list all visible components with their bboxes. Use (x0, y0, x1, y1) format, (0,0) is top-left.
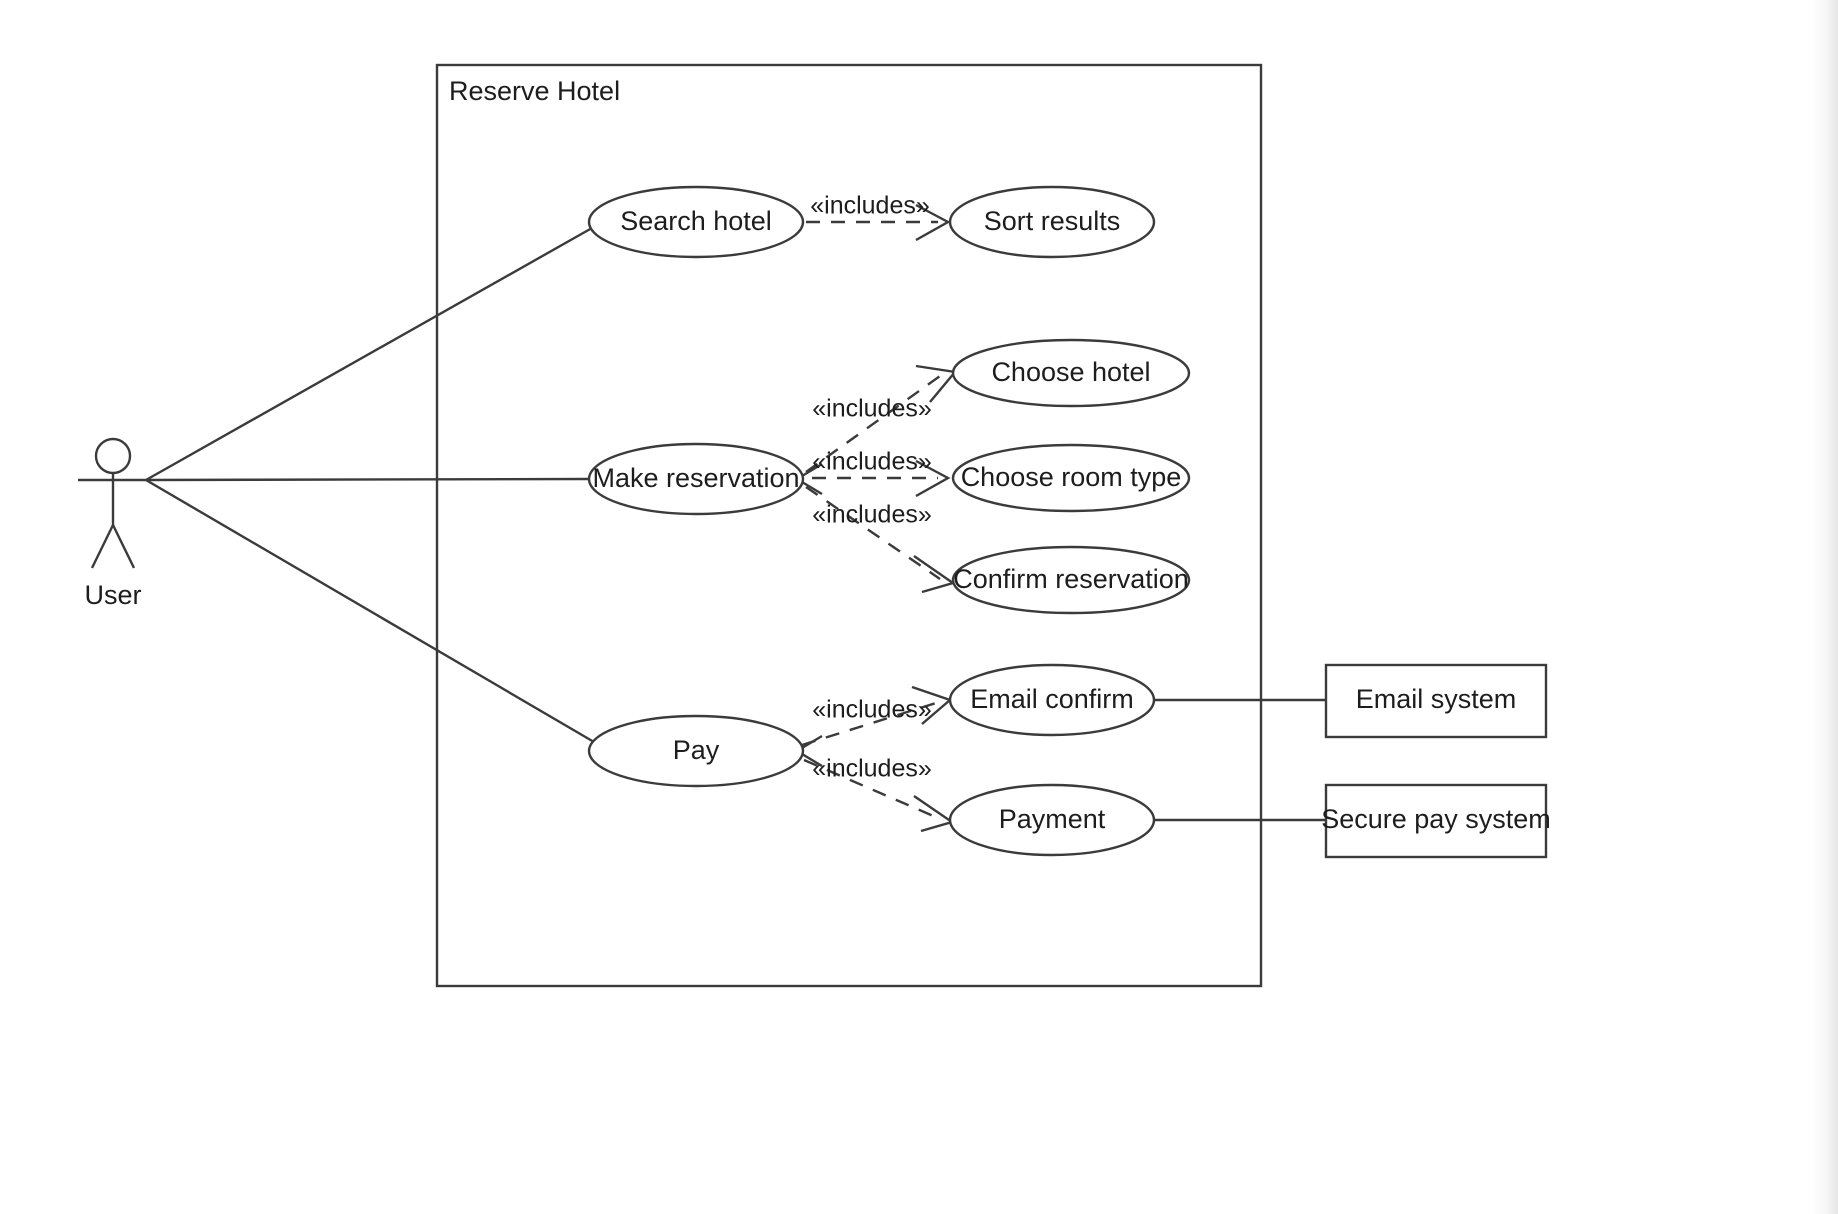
actor-user[interactable]: User (78, 437, 148, 610)
include-label-search-hotel-sort-results: «includes» (810, 192, 930, 220)
actor-user-label: User (84, 580, 141, 610)
include-label-make-reservation-confirm-reservation: «includes» (812, 501, 932, 529)
system-boundary-reserve-hotel[interactable]: Reserve Hotel (435, 63, 1263, 988)
external-system-label-email-system: Email system (1356, 684, 1517, 714)
include-pay-email-confirm[interactable]: «includes» (794, 685, 953, 768)
include-label-pay-payment: «includes» (812, 755, 932, 783)
use-case-label-confirm-reservation: Confirm reservation (953, 564, 1189, 594)
use-case-label-make-reservation: Make reservation (592, 463, 799, 493)
use-case-make-reservation[interactable]: Make reservation (587, 442, 805, 516)
use-case-label-search-hotel: Search hotel (620, 206, 772, 236)
use-case-label-choose-room-type: Choose room type (961, 462, 1182, 492)
use-case-payment[interactable]: Payment (948, 783, 1156, 857)
include-label-pay-email-confirm: «includes» (812, 696, 932, 724)
association-user-search-hotel[interactable] (145, 226, 593, 482)
use-case-email-confirm[interactable]: Email confirm (948, 663, 1156, 737)
include-make-reservation-choose-room-type[interactable]: «includes» (794, 448, 951, 498)
include-label-make-reservation-choose-hotel: «includes» (812, 395, 932, 423)
external-system-label-secure-pay-system: Secure pay system (1321, 804, 1551, 834)
association-user-make-reservation[interactable] (145, 477, 590, 482)
use-case-confirm-reservation[interactable]: Confirm reservation (951, 545, 1191, 615)
include-pay-payment[interactable]: «includes» (803, 755, 955, 833)
use-case-choose-room-type[interactable]: Choose room type (951, 443, 1191, 513)
system-boundary-title: Reserve Hotel (449, 76, 620, 106)
use-case-label-payment: Payment (999, 804, 1106, 834)
include-label-make-reservation-choose-room-type: «includes» (812, 448, 932, 476)
external-system-email-system[interactable]: Email system (1324, 663, 1548, 739)
use-case-search-hotel[interactable]: Search hotel (587, 185, 805, 259)
use-case-label-sort-results: Sort results (984, 206, 1121, 236)
use-case-label-email-confirm: Email confirm (970, 684, 1134, 714)
use-case-label-pay: Pay (673, 735, 720, 765)
association-user-pay[interactable] (145, 478, 595, 744)
use-case-sort-results[interactable]: Sort results (948, 185, 1156, 259)
use-case-choose-hotel[interactable]: Choose hotel (951, 338, 1191, 408)
include-make-reservation-confirm-reservation[interactable]: «includes» (805, 486, 956, 594)
use-case-label-choose-hotel: Choose hotel (991, 357, 1150, 387)
external-system-secure-pay-system[interactable]: Secure pay system (1321, 783, 1551, 859)
use-case-pay[interactable]: Pay (587, 714, 805, 788)
include-search-hotel-sort-results[interactable]: «includes» (806, 192, 951, 242)
